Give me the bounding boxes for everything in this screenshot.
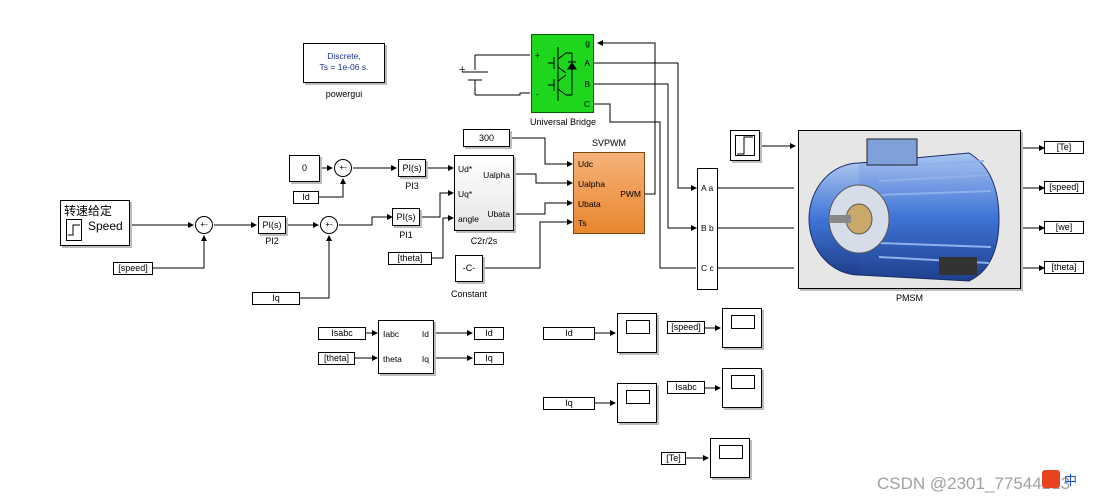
bridge-c: C <box>583 99 590 109</box>
iq-scope[interactable] <box>617 383 657 423</box>
theta-from-tag-2[interactable]: [theta] <box>318 352 355 365</box>
c2r-in-angle: angle <box>458 214 479 224</box>
park-transform-block[interactable]: Iabc theta Id Iq <box>378 320 434 374</box>
svpwm-in-ubata: Ubata <box>578 199 601 209</box>
bridge-a: A <box>584 58 590 68</box>
bus-c-label: C c <box>701 263 714 273</box>
constant-zero-block[interactable]: 0 <box>289 155 320 182</box>
powergui-label: powergui <box>325 89 363 99</box>
pi3-label: PI3 <box>405 181 419 191</box>
phase-bus-block[interactable]: A a B b C c <box>697 168 718 290</box>
speed-out-goto-tag[interactable]: [speed] <box>1044 181 1084 194</box>
speed-error-sum[interactable]: +- <box>195 216 213 234</box>
park-out-id: Id <box>421 329 429 339</box>
iq-goto-tag[interactable]: Iq <box>474 352 504 365</box>
bridge-g: g <box>585 38 590 48</box>
te-scope[interactable] <box>710 438 750 478</box>
theta-out-goto-tag[interactable]: [theta] <box>1044 261 1084 274</box>
step-icon <box>735 135 755 156</box>
constant-c-block[interactable]: -C- <box>455 255 483 282</box>
pmsm-block[interactable] <box>798 130 1021 289</box>
bridge-minus: - <box>536 89 539 99</box>
pi1-controller[interactable]: PI(s) <box>392 208 420 226</box>
speed-scope[interactable] <box>722 308 762 348</box>
scope-speed-tag[interactable]: [speed] <box>667 321 705 334</box>
pmsm-label: PMSM <box>896 293 923 303</box>
constant-c-label: Constant <box>450 289 488 299</box>
svpwm-title: SVPWM <box>591 138 626 148</box>
svpwm-out-pwm: PWM <box>620 189 641 199</box>
c2r-in-ud: Ud* <box>458 164 473 174</box>
csdn-watermark: CSDN @2301_77544213 <box>877 474 1071 493</box>
c2r-2s-block[interactable]: Ud* Uq* angle Ualpha Ubata <box>454 155 514 231</box>
constant-300-block[interactable]: 300 <box>463 129 510 147</box>
we-goto-tag[interactable]: [we] <box>1044 221 1084 234</box>
bus-b-label: B b <box>701 223 714 233</box>
bus-a-label: A a <box>701 183 714 193</box>
c2r-in-uq: Uq* <box>458 189 473 199</box>
scope-isabc-tag[interactable]: Isabc <box>667 381 705 394</box>
svpwm-block[interactable]: Udc Ualpha Ubata Ts PWM <box>573 152 645 234</box>
c2r-label: C2r/2s <box>470 236 498 246</box>
speed-reference-title: 转速给定 <box>64 204 113 218</box>
svpwm-in-udc: Udc <box>578 159 594 169</box>
universal-bridge-block[interactable]: + - g A B C <box>531 34 594 113</box>
step-signal-icon <box>66 219 82 241</box>
isabc-from-tag[interactable]: Isabc <box>318 327 366 340</box>
isabc-scope[interactable] <box>722 368 762 408</box>
ime-logo-icon <box>1042 470 1060 488</box>
ime-label: 中 <box>1064 474 1078 489</box>
motor-image <box>799 131 1020 288</box>
iq-from-tag[interactable]: Iq <box>252 292 300 305</box>
speed-reference-block[interactable]: 转速给定 Speed <box>60 200 130 246</box>
igbt-icon <box>548 47 577 101</box>
park-in-theta: theta <box>383 354 402 364</box>
scope-te-tag[interactable]: [Te] <box>661 452 686 465</box>
c2r-out-ubata: Ubata <box>487 209 510 219</box>
powergui-block[interactable]: Discrete, Ts = 1e-06 s. <box>303 43 385 83</box>
powergui-text: Discrete, Ts = 1e-06 s. <box>319 51 369 72</box>
id-goto-tag[interactable]: Id <box>474 327 504 340</box>
bridge-plus: + <box>535 50 540 60</box>
te-goto-tag[interactable]: [Te] <box>1044 141 1084 154</box>
load-step-block[interactable] <box>730 130 760 161</box>
iq-error-sum[interactable]: +- <box>320 216 338 234</box>
svpwm-in-ts: Ts <box>578 218 587 228</box>
id-from-tag[interactable]: Id <box>293 191 319 204</box>
scope-id-tag[interactable]: Id <box>543 327 595 340</box>
bridge-label: Universal Bridge <box>529 117 597 127</box>
theta-from-tag[interactable]: [theta] <box>388 252 432 265</box>
park-out-iq: Iq <box>421 354 429 364</box>
ime-indicator[interactable]: 中 <box>1042 466 1102 496</box>
bridge-b: B <box>584 79 590 89</box>
pi2-controller[interactable]: PI(s) <box>258 216 286 234</box>
park-in-iabc: Iabc <box>383 329 400 339</box>
speed-port-label: Speed <box>88 219 123 233</box>
id-error-sum[interactable]: +- <box>334 159 352 177</box>
svpwm-in-ualpha: Ualpha <box>578 179 605 189</box>
id-scope[interactable] <box>617 313 657 353</box>
dc-plus-label: + <box>459 64 466 76</box>
pi3-controller[interactable]: PI(s) <box>398 159 426 177</box>
speed-goto-tag[interactable]: [speed] <box>113 262 153 275</box>
pi2-label: PI2 <box>265 236 279 246</box>
pi1-label: PI1 <box>399 230 413 240</box>
scope-iq-tag[interactable]: Iq <box>543 397 595 410</box>
c2r-out-ualpha: Ualpha <box>483 170 510 180</box>
